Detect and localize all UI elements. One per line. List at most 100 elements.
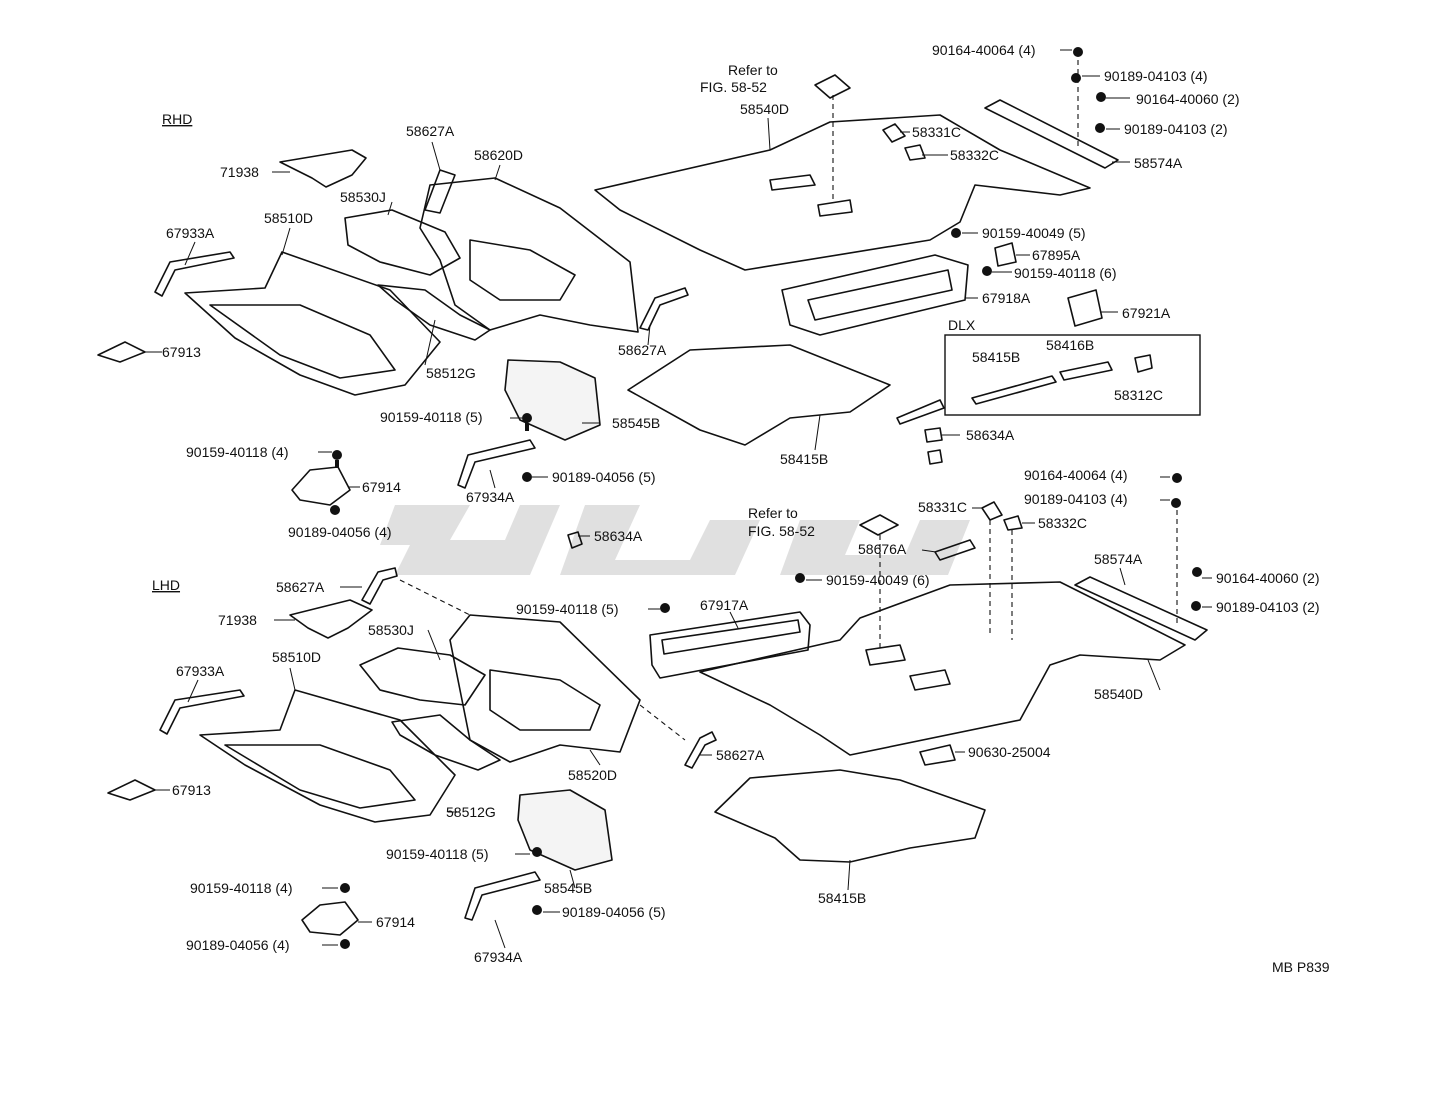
refer-note-bottom-line1: Refer to [748, 505, 798, 521]
label-58545b: 58545B [612, 415, 660, 431]
label-58512g: 58512G [426, 365, 476, 381]
label-lhd-67914: 67914 [376, 914, 415, 930]
label-71938: 71938 [220, 164, 259, 180]
label-lhd-58540d: 58540D [1094, 686, 1143, 702]
label-lhd-90159-40118-5: 90159-40118 (5) [386, 846, 488, 862]
part-58415b-top [627, 344, 891, 446]
part-67934a-lhd [464, 871, 541, 921]
label-58620d: 58620D [474, 147, 523, 163]
label-90159-40049-5: 90159-40049 (5) [982, 225, 1086, 241]
label-58312c-dlx: 58312C [1114, 387, 1163, 403]
label-lhd-58332c: 58332C [1038, 515, 1087, 531]
part-58530j [344, 209, 461, 276]
part-58415b-lhd [714, 769, 986, 863]
label-lhd-90159-40118-5: 90159-40118 (5) [516, 601, 618, 617]
part-58510d-lhd [199, 689, 456, 823]
lhd-rear-group [649, 473, 1208, 863]
label-lhd-67917a: 67917A [700, 597, 749, 613]
label-lhd-58510d: 58510D [272, 649, 321, 665]
label-lhd-90159-40118-4: 90159-40118 (4) [190, 880, 292, 896]
label-90164-40060-2: 90164-40060 (2) [1136, 91, 1240, 107]
label-67933a: 67933A [166, 225, 215, 241]
figure-code: MB P839 [1272, 959, 1330, 975]
label-lhd-67934a: 67934A [474, 949, 523, 965]
part-67921a [1067, 289, 1103, 327]
part-58540d-top [594, 114, 1091, 271]
watermark-logo [380, 505, 970, 575]
part-58545b [504, 359, 601, 441]
label-90189-04056-4: 90189-04056 (4) [288, 524, 392, 540]
refer-note-top-line2: FIG. 58-52 [700, 79, 767, 95]
label-lhd-71938: 71938 [218, 612, 257, 628]
dlx-box [944, 334, 1201, 416]
label-lhd-90159-40049-6: 90159-40049 (6) [826, 572, 930, 588]
label-58416b-dlx: 58416B [1046, 337, 1094, 353]
part-58331c-lhd [981, 501, 1003, 521]
part-58331c-top [882, 123, 906, 143]
label-lhd-90189-04056-4: 90189-04056 (4) [186, 937, 290, 953]
part-58540d-lhd [699, 581, 1186, 756]
label-lhd-58530j: 58530J [368, 622, 414, 638]
part-58416b-dlx [1059, 361, 1113, 381]
label-67921a: 67921A [1122, 305, 1171, 321]
label-58331c: 58331C [912, 124, 961, 140]
label-90164-40064-4: 90164-40064 (4) [932, 42, 1036, 58]
label-67914: 67914 [362, 479, 401, 495]
part-58627a-lhd-right [684, 731, 717, 769]
part-67934a [457, 439, 536, 489]
part-67933a [154, 251, 235, 297]
part-90630-25004 [919, 744, 956, 766]
part-67914-lhd [301, 901, 359, 936]
label-58415b-dlx: 58415B [972, 349, 1020, 365]
rhd-front-group [97, 149, 689, 549]
label-lhd-90189-04103-4: 90189-04103 (4) [1024, 491, 1128, 507]
rhd-section-label: RHD [162, 111, 192, 127]
label-lhd-90164-40060-2: 90164-40060 (2) [1216, 570, 1320, 586]
label-67918a: 67918A [982, 290, 1031, 306]
label-58634a-rear: 58634A [966, 427, 1015, 443]
label-58634a: 58634A [594, 528, 643, 544]
part-58634a-front [567, 531, 583, 549]
label-lhd-58520d: 58520D [568, 767, 617, 783]
label-lhd-58331c: 58331C [918, 499, 967, 515]
part-58627a-lhd-top [361, 567, 398, 605]
lhd-section-label: LHD [152, 577, 180, 593]
part-58574a-lhd [1074, 576, 1208, 641]
label-lhd-58627a: 58627A [276, 579, 325, 595]
part-67914 [291, 466, 351, 506]
part-58627a-top [424, 169, 456, 214]
part-58510d [184, 251, 441, 396]
label-58627a: 58627A [406, 123, 455, 139]
part-58545b-lhd [517, 789, 613, 871]
label-lhd-90630-25004: 90630-25004 [968, 744, 1051, 760]
part-71938-lhd [289, 599, 373, 639]
part-58332c-top [904, 144, 926, 161]
label-67895a: 67895A [1032, 247, 1081, 263]
part-67933a-lhd [159, 689, 245, 735]
part-71938 [279, 149, 367, 188]
label-lhd-67933a: 67933A [176, 663, 225, 679]
refer-note-top-line1: Refer to [728, 62, 778, 78]
label-90189-04056-5: 90189-04056 (5) [552, 469, 656, 485]
part-58530j-lhd [359, 647, 486, 706]
label-lhd-58512g: 58512G [446, 804, 496, 820]
part-67913-lhd [107, 779, 156, 801]
label-67934a: 67934A [466, 489, 515, 505]
label-58530j: 58530J [340, 189, 386, 205]
label-90159-40118-4: 90159-40118 (4) [186, 444, 288, 460]
part-58627a-right [639, 287, 689, 331]
label-lhd-58415b: 58415B [818, 890, 866, 906]
label-lhd-67913: 67913 [172, 782, 211, 798]
label-lhd-58676a: 58676A [858, 541, 907, 557]
part-67913 [97, 341, 146, 363]
part-58312c-dlx [1134, 354, 1153, 373]
part-58676a-lhd [934, 539, 976, 561]
label-67913: 67913 [162, 344, 201, 360]
label-90159-40118-5: 90159-40118 (5) [380, 409, 482, 425]
part-67918a [781, 254, 969, 336]
label-lhd-58627a-right: 58627A [716, 747, 765, 763]
label-58415b: 58415B [780, 451, 828, 467]
part-58620d [419, 177, 639, 333]
part-58512g [377, 284, 491, 341]
